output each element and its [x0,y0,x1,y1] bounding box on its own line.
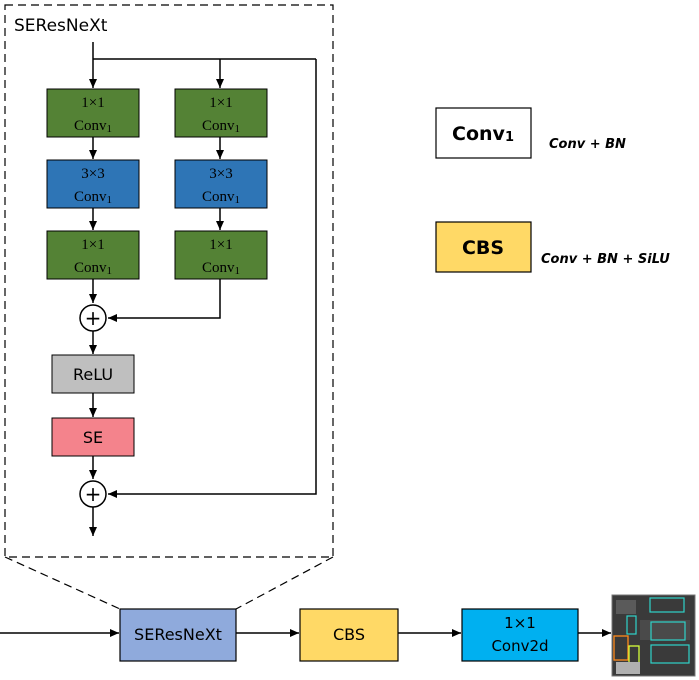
residual-skip-line [108,59,317,498]
relu-box: ReLU [51,354,135,394]
legend-conv1-desc: Conv + BN [549,137,626,152]
pipeline-seresnext-label: SEResNeXt [134,625,222,644]
right-branch-merge-line [108,279,221,322]
seresnext-block-outline [4,4,334,558]
left-conv1-b-kernel: 1×1 [81,237,104,253]
left-conv1-b-label: Conv1 [74,260,112,277]
left-conv3-label: Conv1 [74,189,112,206]
right-conv1-a-kernel: 1×1 [209,95,232,111]
left-conv1-a: 1×1 Conv1 [46,88,140,138]
left-conv1-a-kernel: 1×1 [81,95,104,111]
right-conv1-b-kernel: 1×1 [209,237,232,253]
se-label: SE [83,428,103,447]
pipeline-seresnext: SEResNeXt [119,608,237,662]
left-conv3: 3×3 Conv1 [46,159,140,209]
right-conv1-a: 1×1 Conv1 [174,88,268,138]
pipeline-conv2d-label: Conv2d [491,637,548,655]
legend-cbs: CBS Conv + BN + SiLU [435,221,670,273]
relu-label: ReLU [73,365,113,384]
pipeline-cbs: CBS [299,608,399,662]
left-conv1-b: 1×1 Conv1 [46,230,140,280]
add-node-2: + [79,480,107,508]
right-conv3-label: Conv1 [202,189,240,206]
svg-text:+: + [85,482,102,506]
pipeline-conv2d-kernel: 1×1 [504,614,536,632]
zoom-line-left [4,556,121,610]
left-conv3-kernel: 3×3 [81,166,104,182]
right-conv1-b-label: Conv1 [202,260,240,277]
pipeline-conv2d: 1×1 Conv2d [461,608,579,662]
right-conv1-b: 1×1 Conv1 [174,230,268,280]
right-conv1-a-label: Conv1 [202,118,240,135]
output-thumbnail-image [611,594,696,677]
block-title: SEResNeXt [14,16,108,36]
right-conv3: 3×3 Conv1 [174,159,268,209]
left-conv1-a-label: Conv1 [74,118,112,135]
legend-cbs-label: CBS [462,237,504,259]
legend-cbs-desc: Conv + BN + SiLU [541,252,670,267]
legend-conv1-label: Conv1 [452,123,514,145]
add-node-1: + [79,304,107,332]
right-conv3-kernel: 3×3 [209,166,232,182]
zoom-line-right [235,556,334,610]
svg-text:+: + [85,306,102,330]
pipeline-cbs-label: CBS [333,625,365,644]
legend-conv1: Conv1 Conv + BN [435,107,626,159]
se-box: SE [51,417,135,457]
